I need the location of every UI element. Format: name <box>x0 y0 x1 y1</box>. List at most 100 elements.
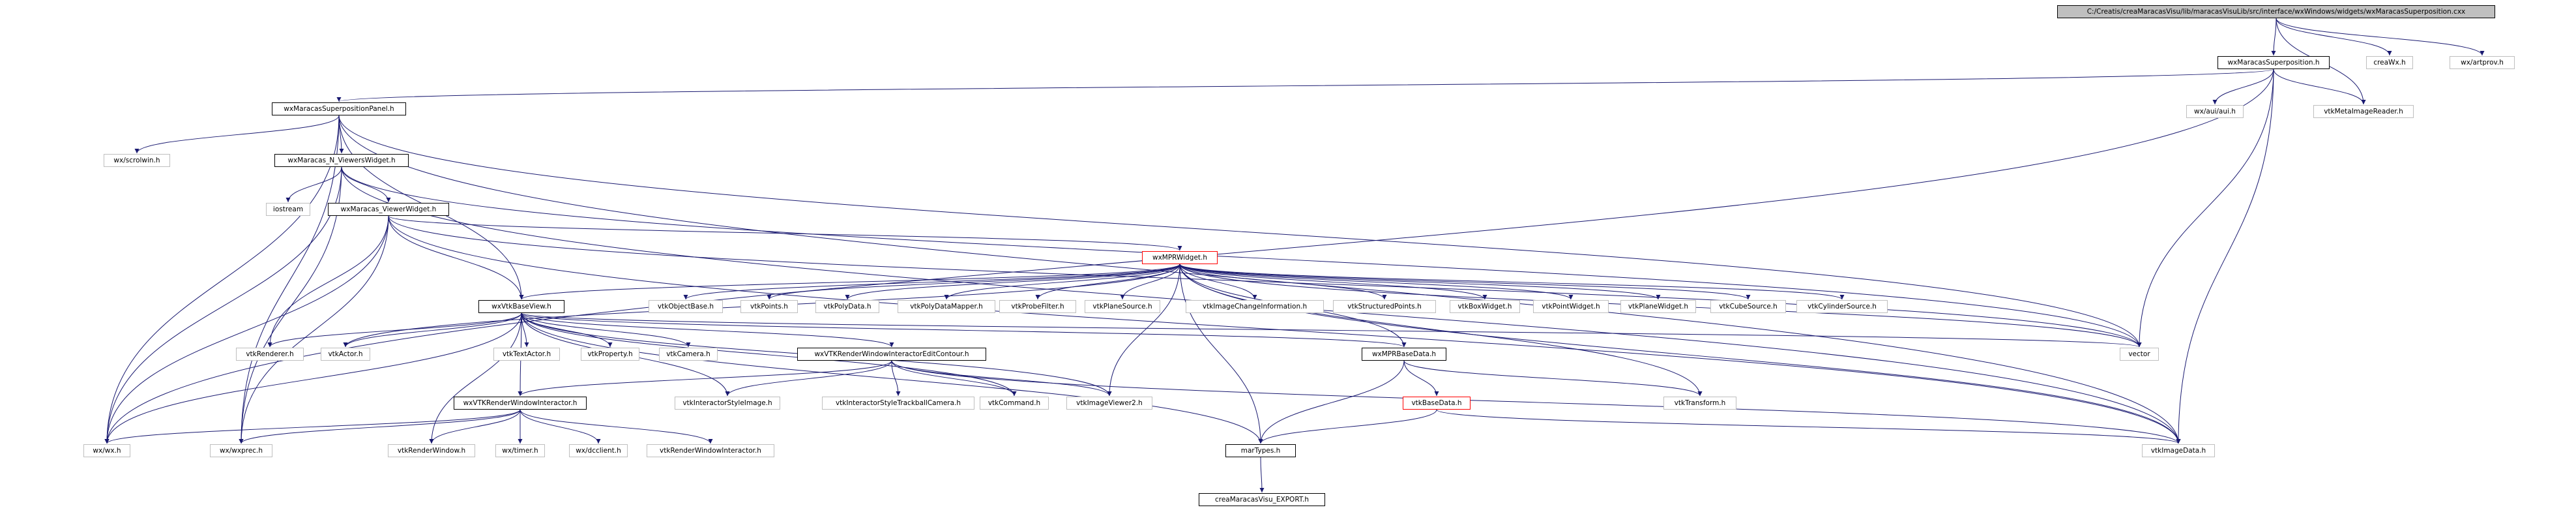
edge-rwinteractor-to-renderwindow <box>429 409 521 444</box>
node-camera[interactable]: vtkCamera.h <box>659 348 718 361</box>
node-imagedata[interactable]: vtkImageData.h <box>2142 444 2215 457</box>
node-root[interactable]: C:/Creatis/creaMaracasVisu/lib/maracasVi… <box>2057 5 2495 18</box>
node-vector[interactable]: vector <box>2120 348 2159 361</box>
node-property[interactable]: vtkProperty.h <box>581 348 639 361</box>
node-polydatamapper[interactable]: vtkPolyDataMapper.h <box>898 300 995 313</box>
node-imageviewer2[interactable]: vtkImageViewer2.h <box>1066 397 1152 410</box>
edge-vtkbaseview-to-vector <box>521 312 2141 348</box>
node-cubesource[interactable]: vtkCubeSource.h <box>1710 300 1786 313</box>
edge-mprwidget-to-pointwidget <box>1179 264 1573 300</box>
edge-vtkbaseview-to-mprbasedata <box>521 312 1407 348</box>
edge-nviewers-to-iostream <box>285 166 342 203</box>
edge-rwinteractor-to-renderwindowinteractor <box>520 409 713 444</box>
node-superpos-h[interactable]: wxMaracasSuperposition.h <box>2217 56 2330 69</box>
node-textactor[interactable]: vtkTextActor.h <box>493 348 560 361</box>
node-artprov[interactable]: wx/artprov.h <box>2450 56 2515 69</box>
node-boxwidget[interactable]: vtkBoxWidget.h <box>1450 300 1520 313</box>
edge-panel_h-to-vector <box>338 115 2142 348</box>
edge-superpos_h-to-panel_h <box>337 68 2274 102</box>
edge-superpos_h-to-auiaui <box>2212 68 2274 105</box>
node-structuredpoints[interactable]: vtkStructuredPoints.h <box>1333 300 1436 313</box>
edge-vtkbaseview-to-camera <box>521 312 691 348</box>
edge-mprwidget-to-imagedata <box>1179 264 2181 444</box>
edge-vtkbaseview-to-editcontour <box>521 312 894 348</box>
edge-viewerwidget-to-vector <box>388 215 2142 348</box>
node-metareader[interactable]: vtkMetaImageReader.h <box>2313 105 2414 118</box>
node-points[interactable]: vtkPoints.h <box>740 300 798 313</box>
node-planewidget[interactable]: vtkPlaneWidget.h <box>1620 300 1696 313</box>
edge-mprwidget-to-imageviewer2 <box>1107 264 1180 397</box>
node-polydata[interactable]: vtkPolyData.h <box>815 300 879 313</box>
node-trackballcamera[interactable]: vtkInteractorStyleTrackballCamera.h <box>822 397 974 410</box>
node-scrolwin[interactable]: wx/scrolwin.h <box>104 154 170 167</box>
node-dcclient[interactable]: wx/dcclient.h <box>569 444 628 457</box>
edge-mprwidget-to-boxwidget <box>1179 264 1487 300</box>
edge-viewerwidget-to-vtkbaseview <box>388 215 524 300</box>
edge-martypes-to-export <box>1259 457 1265 493</box>
node-probefilter[interactable]: vtkProbeFilter.h <box>999 300 1076 313</box>
node-editcontour[interactable]: wxVTKRenderWindowInteractorEditContour.h <box>797 348 986 361</box>
edge-rwinteractor-to-dcclient <box>520 409 601 444</box>
edge-mprwidget-to-vtkbaseview <box>519 264 1180 300</box>
edge-vtkbaseview-to-actor <box>343 312 522 348</box>
node-rwinteractor[interactable]: wxVTKRenderWindowInteractor.h <box>454 397 587 410</box>
edge-mprwidget-to-planewidget <box>1179 264 1661 300</box>
edge-root-to-artprov <box>2276 18 2485 56</box>
node-interactorstyleimage[interactable]: vtkInteractorStyleImage.h <box>675 397 780 410</box>
edge-editcontour-to-trackballcamera <box>891 360 901 397</box>
edge-superpos_h-to-metareader <box>2273 68 2366 105</box>
edge-vtkbaseview-to-renderer <box>267 312 522 348</box>
edge-root-to-superpos_h <box>2271 18 2277 56</box>
node-export[interactable]: creaMaracasVisu_EXPORT.h <box>1199 493 1325 506</box>
node-creawx[interactable]: creaWx.h <box>2366 56 2413 69</box>
edge-mprwidget-to-planesource <box>1120 264 1180 300</box>
node-mprbasedata[interactable]: wxMPRBaseData.h <box>1362 348 1446 361</box>
node-renderer[interactable]: vtkRenderer.h <box>236 348 304 361</box>
edge-mprbasedata-to-transform <box>1403 360 1703 397</box>
node-wxwx[interactable]: wx/wx.h <box>83 444 130 457</box>
node-command[interactable]: vtkCommand.h <box>980 397 1049 410</box>
edge-viewerwidget-to-renderer <box>267 215 389 348</box>
node-auiaui[interactable]: wx/aui/aui.h <box>2186 105 2244 118</box>
edge-mprwidget-to-objectbase <box>683 264 1180 300</box>
edge-vtkbaseview-to-martypes <box>521 312 1263 444</box>
node-cylindersource[interactable]: vtkCylinderSource.h <box>1796 300 1888 313</box>
node-objectbase[interactable]: vtkObjectBase.h <box>649 300 723 313</box>
node-pointwidget[interactable]: vtkPointWidget.h <box>1533 300 1609 313</box>
node-imagechangeinfo[interactable]: vtkImageChangeInformation.h <box>1186 300 1324 313</box>
edge-superpos_h-to-vector <box>2137 68 2274 348</box>
edge-nviewers-to-vector <box>341 166 2142 348</box>
node-planesource[interactable]: vtkPlaneSource.h <box>1085 300 1160 313</box>
edge-root-to-creawx <box>2276 18 2392 56</box>
node-panel-h[interactable]: wxMaracasSuperpositionPanel.h <box>272 102 406 115</box>
edge-panel_h-to-wxprec <box>239 115 340 444</box>
node-wxprec[interactable]: wx/wxprec.h <box>210 444 272 457</box>
node-basedata[interactable]: vtkBaseData.h <box>1403 397 1471 410</box>
node-renderwindow[interactable]: vtkRenderWindow.h <box>388 444 475 457</box>
node-iostream[interactable]: iostream <box>266 203 310 216</box>
edge-viewerwidget-to-wxwx <box>104 215 389 444</box>
edge-basedata-to-martypes <box>1258 409 1437 444</box>
edge-mprwidget-to-martypes <box>1179 264 1263 444</box>
edge-vtkbaseview-to-wxwx <box>104 312 522 444</box>
edge-basedata-to-imagedata <box>1436 409 2181 444</box>
node-actor[interactable]: vtkActor.h <box>321 348 370 361</box>
edge-mprwidget-to-polydatamapper <box>944 264 1180 300</box>
edge-mprwidget-to-structuredpoints <box>1179 264 1387 300</box>
edge-mprwidget-to-points <box>767 264 1180 300</box>
node-mprwidget[interactable]: wxMPRWidget.h <box>1142 251 1218 264</box>
node-transform[interactable]: vtkTransform.h <box>1663 397 1736 410</box>
node-renderwindowinteractor[interactable]: vtkRenderWindowInteractor.h <box>647 444 774 457</box>
edge-panel_h-to-scrolwin <box>134 115 340 154</box>
node-viewerwidget[interactable]: wxMaracas_ViewerWidget.h <box>328 203 449 216</box>
edge-rwinteractor-to-wxwx <box>104 409 521 444</box>
edge-nviewers-to-wxwx <box>104 166 342 444</box>
node-martypes[interactable]: marTypes.h <box>1225 444 1296 457</box>
node-vtkbaseview[interactable]: wxVtkBaseView.h <box>478 300 564 313</box>
edge-mprwidget-to-cubesource <box>1179 264 1751 300</box>
node-timer[interactable]: wx/timer.h <box>495 444 545 457</box>
edge-vtkbaseview-to-command <box>521 312 1017 397</box>
node-nviewers[interactable]: wxMaracas_N_ViewersWidget.h <box>274 154 409 167</box>
edge-editcontour-to-imagedata <box>891 360 2181 444</box>
